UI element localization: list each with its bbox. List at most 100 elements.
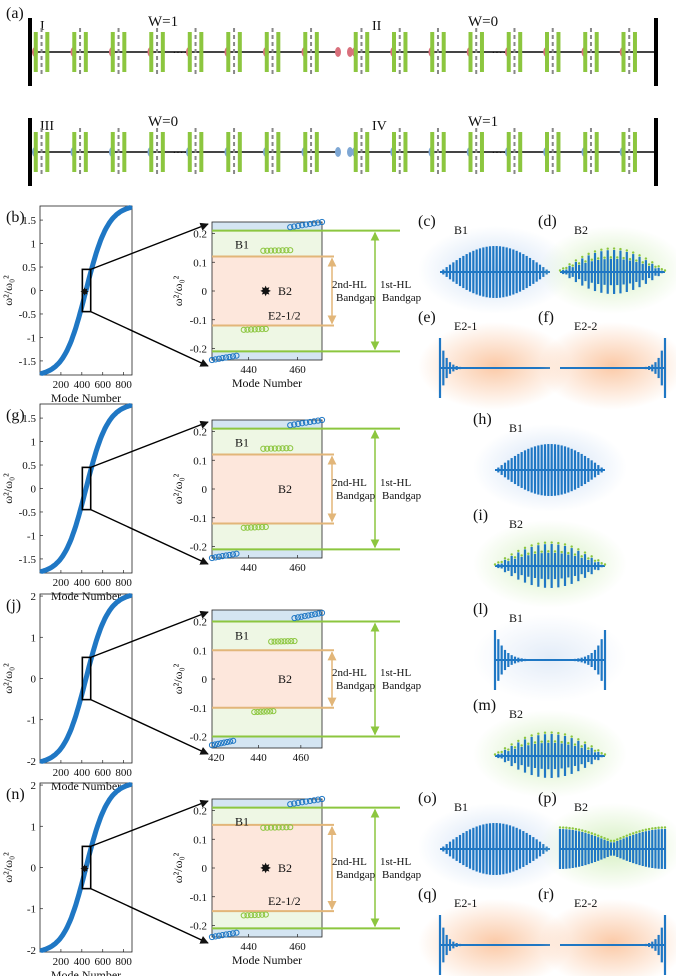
mode-point [260, 824, 267, 831]
mode-point [259, 911, 266, 918]
resonator-dot [540, 550, 543, 553]
mode-glow [539, 899, 676, 976]
mode-panel-label: (e) [418, 309, 436, 326]
resonator-dot [590, 832, 594, 835]
resonator-dot [641, 829, 644, 832]
site-mass [347, 147, 353, 157]
resonator-dot [503, 557, 507, 560]
mode-point [279, 247, 286, 254]
resonator-dot [583, 551, 587, 554]
mode-panel-label: (l) [473, 601, 488, 618]
mode-point [262, 325, 269, 333]
bulk-point [318, 218, 326, 226]
band-region [212, 736, 322, 748]
x-tick-label: 200 [53, 577, 70, 589]
resonator-dot [577, 548, 580, 551]
resonator-dot [561, 267, 565, 270]
bulk-point [287, 801, 294, 808]
bulk-point [219, 932, 226, 939]
resonator-dot [657, 265, 660, 268]
resonator-dot [570, 735, 573, 738]
resonator-dot [561, 826, 565, 829]
resonator-dot [558, 269, 562, 272]
resonator-dot [625, 834, 629, 837]
resonator-dot [573, 743, 577, 746]
mode-profile-b2: (p)B2 [538, 790, 676, 891]
x-axis-label: Mode Number [232, 953, 302, 967]
resonator-dot [550, 731, 553, 734]
annotation-b2: B2 [278, 861, 292, 875]
bulk-point [295, 420, 302, 427]
mode-point [284, 638, 291, 645]
panel-label: (g) [6, 407, 25, 424]
y-tick-label: 0 [31, 484, 37, 496]
y-tick-label: 0.2 [193, 806, 207, 818]
bulk-point [233, 352, 240, 359]
y-tick-label: -2 [27, 756, 36, 768]
resonator-dot [527, 552, 530, 555]
y-tick-label: -0.1 [190, 315, 207, 327]
star-marker: ✸ [80, 287, 89, 299]
mode-point [262, 523, 269, 531]
resonator-dot [590, 745, 593, 748]
mode-point [262, 911, 269, 918]
bulk-point [212, 356, 219, 363]
bulk-point [233, 929, 240, 936]
x-tick-label: 800 [115, 767, 132, 779]
mode-point [240, 524, 247, 531]
x-axis-label: Mode Number [51, 968, 121, 976]
mode-point [275, 445, 282, 452]
resonator-dot [622, 835, 625, 839]
zoom-box [81, 656, 92, 701]
resonator-dot [609, 839, 613, 843]
resonator-dot [654, 826, 657, 830]
bulk-point [318, 609, 326, 616]
y-axis-label: ω²/ω₀² [171, 663, 185, 694]
resonator-dot [600, 562, 603, 565]
bulk-point [226, 353, 233, 361]
y-axis-label: ω²/ω₀² [1, 275, 15, 306]
y-tick-label: -0.2 [190, 542, 207, 554]
resonator-dot [513, 556, 517, 559]
chain-roman-label: III [40, 119, 54, 134]
mode-point [271, 638, 278, 645]
mode-point [287, 824, 294, 831]
gap2-label-line2: Bandgap [336, 680, 376, 692]
zoom-box [81, 845, 92, 890]
y-tick-label: 1.5 [22, 215, 36, 227]
y-axis-label: ω²/ω₀² [1, 852, 15, 883]
chain-roman-label: IV [372, 119, 387, 134]
mode-profile-e2-2: (r)E2-2 [538, 886, 676, 976]
resonator-dot [619, 836, 622, 840]
resonator-dot [530, 544, 533, 547]
resonator-dot [590, 555, 593, 558]
mode-glow [539, 322, 676, 410]
gap1-label-line1: 1st-HL [380, 279, 411, 291]
mode-glow [418, 322, 572, 410]
resonator-dot [590, 258, 594, 261]
mode-glow [418, 226, 572, 314]
resonator-dot [565, 826, 568, 829]
bulk-point [306, 220, 314, 228]
resonator-dot [543, 731, 547, 734]
resonator-dot [567, 551, 570, 555]
resonator-dot [593, 749, 597, 752]
mode-point [257, 708, 264, 715]
y-tick-label: -1 [27, 715, 36, 727]
mode-profile-e2-1: (e)E2-1 [418, 309, 572, 410]
bulk-point [318, 795, 326, 803]
resonator-dot [574, 259, 578, 262]
mode-point [283, 445, 290, 452]
mode-profile-b1: (h)B1 [473, 411, 627, 512]
x-tick-label: 400 [74, 767, 91, 779]
site-mass [335, 147, 341, 157]
panel-label-a: (a) [6, 5, 24, 22]
ellipsis: ····· [172, 47, 190, 59]
resonator-dot [577, 262, 581, 265]
bulk-point [310, 797, 318, 804]
mode-panel-label: (i) [473, 507, 488, 524]
x-tick-label: 800 [115, 956, 132, 968]
bulk-point [299, 420, 306, 427]
x-tick-label: 400 [74, 956, 91, 968]
